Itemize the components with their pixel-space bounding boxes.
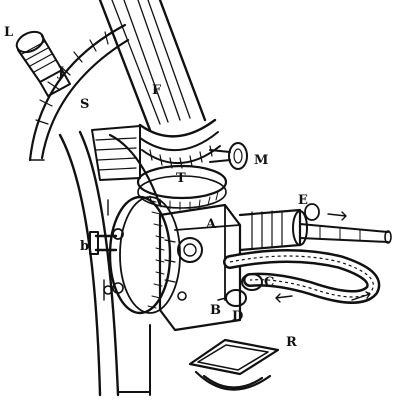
label-b-lower: b — [80, 239, 89, 254]
label-l: L — [4, 25, 13, 40]
label-d: D — [232, 309, 243, 324]
flexible-cable — [223, 249, 381, 305]
label-e: E — [298, 193, 308, 208]
label-f: F — [152, 83, 162, 98]
head-block-a-b — [158, 203, 242, 332]
label-r: R — [286, 335, 297, 350]
curved-arm-s — [28, 23, 130, 162]
reflector-r — [188, 338, 280, 391]
knob-c — [241, 273, 263, 291]
motion-arrows — [275, 211, 371, 303]
slide-tube-e — [238, 203, 392, 252]
label-m: M — [254, 153, 268, 168]
clamp-screw-b — [89, 231, 118, 255]
knob-d — [217, 289, 247, 307]
main-tube-f — [98, 0, 221, 169]
label-c: C — [264, 275, 274, 290]
label-s: S — [80, 97, 89, 112]
label-b-upper: B — [210, 303, 221, 318]
label-j: J — [57, 65, 64, 80]
eyepiece-l — [15, 30, 71, 97]
base-foot — [117, 324, 151, 396]
adjustment-screw-m — [209, 142, 248, 170]
label-t: T — [176, 171, 186, 186]
label-a: A — [205, 217, 217, 232]
